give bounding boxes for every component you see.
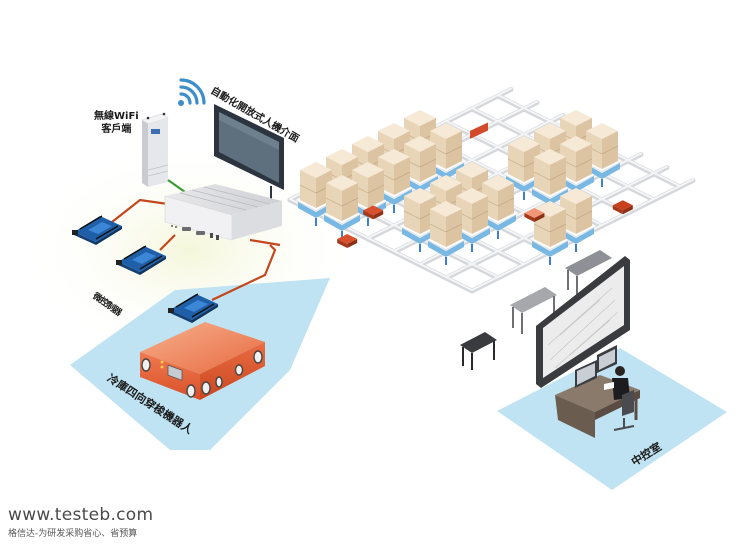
rack-frame [428, 241, 464, 257]
industrial-pc [164, 184, 282, 241]
wifi-client-label-line1: 無線WiFi [94, 111, 139, 122]
watermark-url[interactable]: www.testeb.com [8, 505, 154, 525]
video-wall [536, 256, 630, 388]
microcontroller-board [116, 245, 166, 275]
control-room-floor [497, 348, 727, 490]
rack-frame [324, 215, 360, 231]
usb-connector [72, 230, 78, 235]
microcontroller-board [72, 215, 122, 245]
red-cable-2 [159, 234, 176, 251]
conveyor-table [460, 122, 497, 370]
robot-display [167, 364, 183, 381]
conveyor-table [565, 250, 612, 296]
robot-wheels [141, 350, 263, 398]
control-desk [555, 345, 640, 438]
wifi-client-label: 無線WiFi 客戶端 [94, 110, 139, 136]
hdmi-port [196, 231, 205, 235]
green-cable [167, 179, 186, 193]
watermark-slogan: 格信达-为研发采购省心、省预算 [8, 529, 138, 539]
microcontroller-board [168, 293, 218, 323]
wifi-client-device [141, 112, 169, 187]
hmi-panel [214, 104, 284, 200]
wifi-client-led-panel [151, 129, 160, 134]
hdmi-port [182, 227, 191, 231]
usb-port [216, 235, 219, 240]
office-chair [622, 390, 634, 416]
usb-connector [116, 260, 122, 265]
red-cable-1 [111, 198, 176, 223]
warehouse-racks [287, 87, 696, 370]
wifi-client-label-line2: 客戶端 [101, 124, 132, 135]
usb-port [210, 233, 213, 238]
red-cable-4 [249, 238, 281, 247]
operator [615, 366, 625, 376]
red-cable-3 [211, 244, 277, 301]
rack-frame [532, 241, 568, 257]
highlight-beam [200, 278, 330, 330]
wifi-signal-icon [178, 78, 206, 106]
usb-connector [168, 308, 174, 313]
network-cables [111, 179, 281, 301]
shuttle-robot [140, 322, 265, 400]
